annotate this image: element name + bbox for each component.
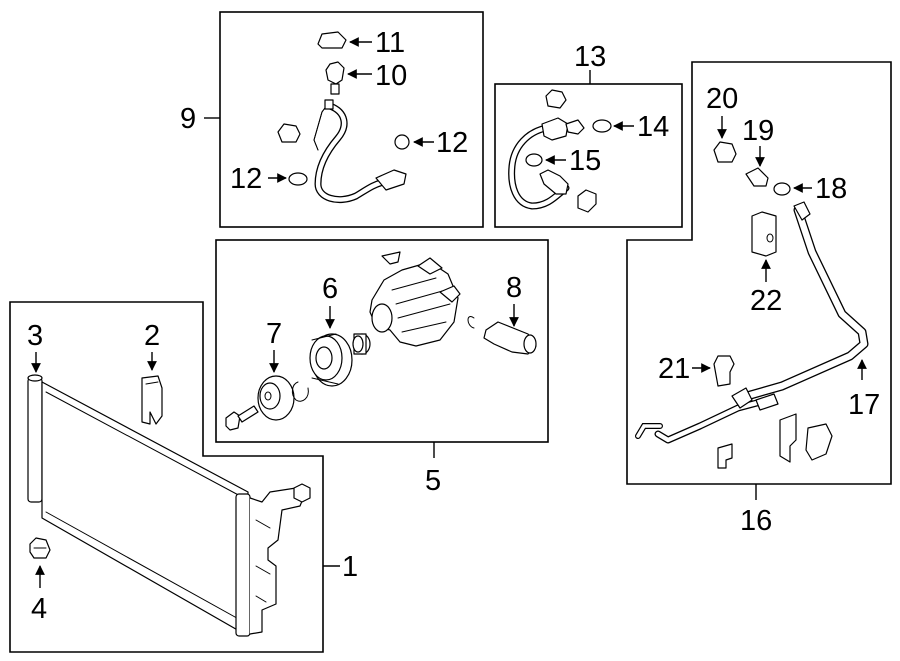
callout-21: 21	[658, 353, 690, 385]
condenser-group-box	[9, 301, 324, 653]
callout-18: 18	[815, 173, 847, 205]
cap-11	[317, 31, 347, 49]
callout-6: 6	[322, 273, 338, 305]
hose-group-9-box	[219, 11, 484, 228]
cap-9-small	[277, 123, 301, 143]
o-ring-12-right	[394, 134, 410, 150]
liquid-tube-17	[635, 201, 869, 444]
callout-5: 5	[425, 465, 441, 497]
callout-7: 7	[266, 318, 282, 350]
callout-20: 20	[706, 83, 738, 115]
callout-14: 14	[637, 111, 669, 143]
callout-10: 10	[375, 60, 407, 92]
tube-brackets	[717, 413, 833, 469]
o-ring-15	[525, 153, 543, 167]
discharge-hose-13	[508, 89, 597, 213]
condenser	[27, 374, 311, 637]
callout-1: 1	[342, 551, 358, 583]
sensor-21	[713, 355, 735, 387]
cap-20	[713, 141, 737, 163]
hose-group-13-box	[494, 83, 683, 228]
callout-17: 17	[848, 389, 880, 421]
compressor-group-box	[215, 239, 549, 443]
callout-8: 8	[506, 272, 522, 304]
cushion-4	[29, 537, 51, 559]
snap-ring	[291, 381, 309, 402]
callout-3: 3	[27, 320, 43, 352]
callout-12-left: 12	[230, 163, 262, 195]
callout-2: 2	[144, 320, 160, 352]
clutch-hub-7	[257, 375, 295, 421]
o-ring-14	[592, 119, 612, 133]
valve-10	[325, 61, 345, 95]
valve-core-19	[745, 167, 769, 187]
callout-19: 19	[742, 115, 774, 147]
callout-4: 4	[31, 593, 47, 625]
expansion-valve-22	[751, 211, 777, 257]
o-ring-12-left	[288, 172, 308, 186]
callout-12-right: 12	[436, 127, 468, 159]
callout-13: 13	[574, 41, 606, 73]
relief-valve-8	[483, 321, 537, 355]
o-ring-18	[773, 182, 791, 196]
callout-15: 15	[569, 145, 601, 177]
callout-11: 11	[375, 27, 405, 59]
field-coil	[352, 333, 371, 355]
tube-assembly-group-box	[626, 61, 892, 485]
callout-16: 16	[740, 505, 772, 537]
callout-9: 9	[180, 103, 196, 135]
callout-22: 22	[750, 285, 782, 317]
bolt	[225, 405, 259, 431]
suction-hose-9	[313, 99, 407, 203]
compressor-body	[369, 251, 461, 347]
retainer-clip	[467, 316, 475, 329]
bracket-clip-2	[141, 375, 163, 425]
pulley-6	[309, 333, 353, 387]
